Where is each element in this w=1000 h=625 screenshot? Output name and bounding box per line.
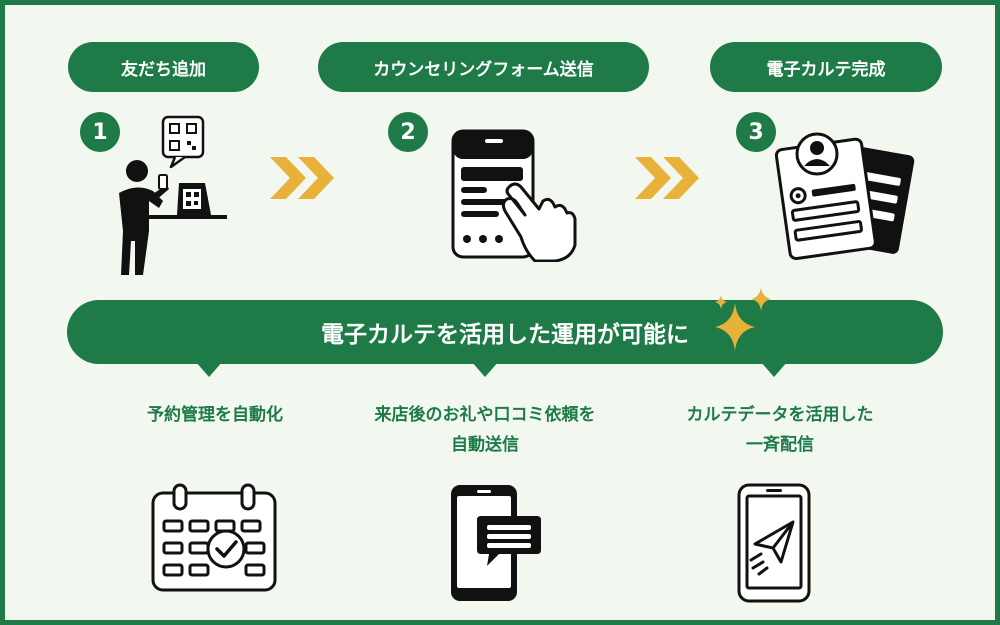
step-3-label: 電子カルテ完成 (710, 42, 942, 92)
step-1-label: 友だち追加 (68, 42, 259, 92)
chevron-arrow-icon (635, 157, 699, 199)
benefit-2-line-2: 自動送信 (451, 435, 519, 455)
banner-pointer (195, 361, 223, 377)
phone-chat-icon (451, 485, 541, 601)
phone-form-tap-icon (451, 129, 577, 262)
benefit-2: 来店後のお礼や口コミ依頼を 自動送信 (335, 400, 635, 460)
step-2-label: カウンセリングフォーム送信 (318, 42, 649, 92)
profile-form-icon (775, 132, 915, 261)
chevron-arrow-icon (270, 157, 334, 199)
benefit-1: 予約管理を自動化 (95, 400, 335, 430)
result-banner: 電子カルテを活用した運用が可能に (67, 300, 943, 364)
benefit-3-line-2: 一斉配信 (746, 435, 814, 455)
banner-text: 電子カルテを活用した運用が可能に (321, 322, 689, 348)
banner-pointer (471, 361, 499, 377)
calendar-check-icon (151, 483, 277, 592)
sparkle-icon (715, 287, 771, 351)
benefit-3: カルテデータを活用した 一斉配信 (645, 400, 915, 460)
step-3-number: 3 (736, 112, 776, 152)
benefit-2-line-1: 来店後のお礼や口コミ依頼を (374, 405, 596, 425)
step-1-number: 1 (80, 112, 120, 152)
banner-pointer (760, 361, 788, 377)
benefit-1-line-1: 予約管理を自動化 (147, 405, 283, 425)
person-qr-scan-icon (119, 115, 227, 275)
benefit-3-line-1: カルテデータを活用した (686, 405, 874, 425)
phone-send-icon (737, 483, 811, 603)
step-2-number: 2 (388, 112, 428, 152)
